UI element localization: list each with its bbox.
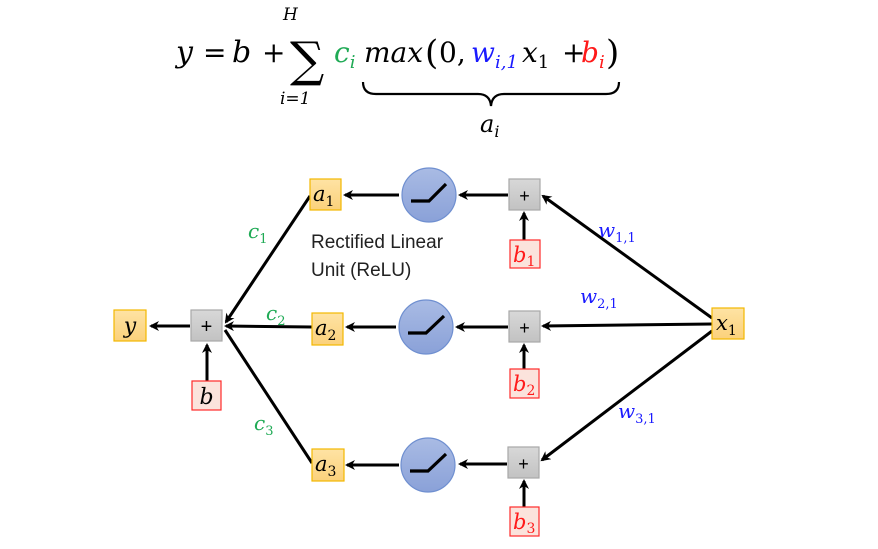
- activation-node-a3: [311, 448, 345, 482]
- activation-label-a2: a2: [315, 316, 336, 344]
- sum-symbol-1: +: [519, 186, 530, 206]
- relu-icon: [398, 299, 454, 355]
- output-node-label: y: [123, 314, 137, 339]
- formula-zero: 0,: [439, 36, 466, 69]
- formula-open-paren: (: [425, 33, 438, 73]
- underbrace: [361, 81, 621, 107]
- activation-node-a1: [309, 178, 342, 211]
- bias-label-b3: b3: [513, 510, 535, 537]
- relu-curve-icon: [410, 452, 448, 473]
- edge-x1-to-sum3: [540, 329, 713, 462]
- hidden-unit-2: a2 + b2 c2 w2,1: [266, 284, 618, 399]
- bias-node-b1: [509, 239, 541, 269]
- formula-y: y: [174, 35, 194, 70]
- bias-node-b3: [509, 506, 540, 537]
- output-sum-node: +: [190, 309, 223, 342]
- edges: [149, 190, 713, 507]
- formula-w: wi,1: [471, 36, 518, 73]
- input-node-label: x1: [716, 311, 737, 339]
- relu-caption-line1: Rectified Linear: [311, 232, 444, 253]
- underbrace-label: ai: [480, 110, 499, 141]
- coef-label-c2: c2: [266, 301, 285, 329]
- formula-x: x1: [522, 36, 549, 73]
- formula-sigma-lower: i=1: [280, 89, 311, 109]
- bias-node-b2: [509, 368, 540, 399]
- activation-label-a1: a1: [313, 182, 334, 210]
- edge-a3-to-sum: [223, 329, 314, 464]
- activation-label-a3: a3: [315, 452, 336, 480]
- edge-a2-to-sum: [224, 321, 313, 332]
- input-node-x1: x1: [711, 307, 745, 340]
- sum-node-2: [508, 310, 541, 343]
- formula-sigma-upper: H: [282, 5, 299, 25]
- coef-label-c3: c3: [254, 411, 273, 439]
- relu-icon: [401, 167, 457, 223]
- weight-label-w11: w1,1: [598, 218, 636, 246]
- formula-plus: +: [262, 36, 285, 69]
- formula-close-paren: ): [606, 33, 619, 73]
- formula-bi: bi: [581, 36, 605, 73]
- formula-max: max: [364, 36, 423, 69]
- output-bias-label: b: [199, 385, 213, 410]
- hidden-unit-3: a3 + b3 c3 w3,1: [254, 399, 656, 537]
- hidden-unit-1: a1 + b1 c1 w1,1: [248, 167, 636, 270]
- edge-a1-to-sum: [224, 195, 312, 324]
- output-sum-symbol: +: [201, 316, 213, 338]
- activation-node-a2: [311, 312, 344, 346]
- relu-curve-icon: [408, 314, 446, 335]
- output-bias-node: b: [191, 380, 222, 411]
- edge-x1-to-sum2: [541, 320, 713, 331]
- formula: y = b + H ∑ i=1 ci max ( 0, wi,1 x1 + bi…: [174, 5, 621, 141]
- bias-label-b1: b1: [513, 243, 535, 270]
- bias-label-b2: b2: [513, 372, 535, 399]
- formula-c: ci: [334, 36, 355, 73]
- edge-x1-to-sum1: [541, 194, 713, 320]
- sum-node-3: [507, 446, 540, 479]
- formula-equals: =: [203, 36, 226, 69]
- formula-plus-2: +: [562, 36, 585, 69]
- formula-b: b: [232, 35, 251, 70]
- coef-label-c1: c1: [248, 219, 267, 247]
- relu-icon: [400, 437, 456, 493]
- sum-symbol-2: +: [519, 318, 530, 338]
- relu-curve-icon: [411, 182, 448, 203]
- weight-label-w21: w2,1: [580, 284, 618, 312]
- sum-symbol-3: +: [518, 454, 529, 474]
- weight-label-w31: w3,1: [618, 399, 656, 427]
- formula-sigma: ∑: [290, 32, 324, 88]
- output-node-y: y: [113, 309, 147, 342]
- sum-node-1: [508, 178, 541, 211]
- relu-caption-line2: Unit (ReLU): [311, 260, 411, 281]
